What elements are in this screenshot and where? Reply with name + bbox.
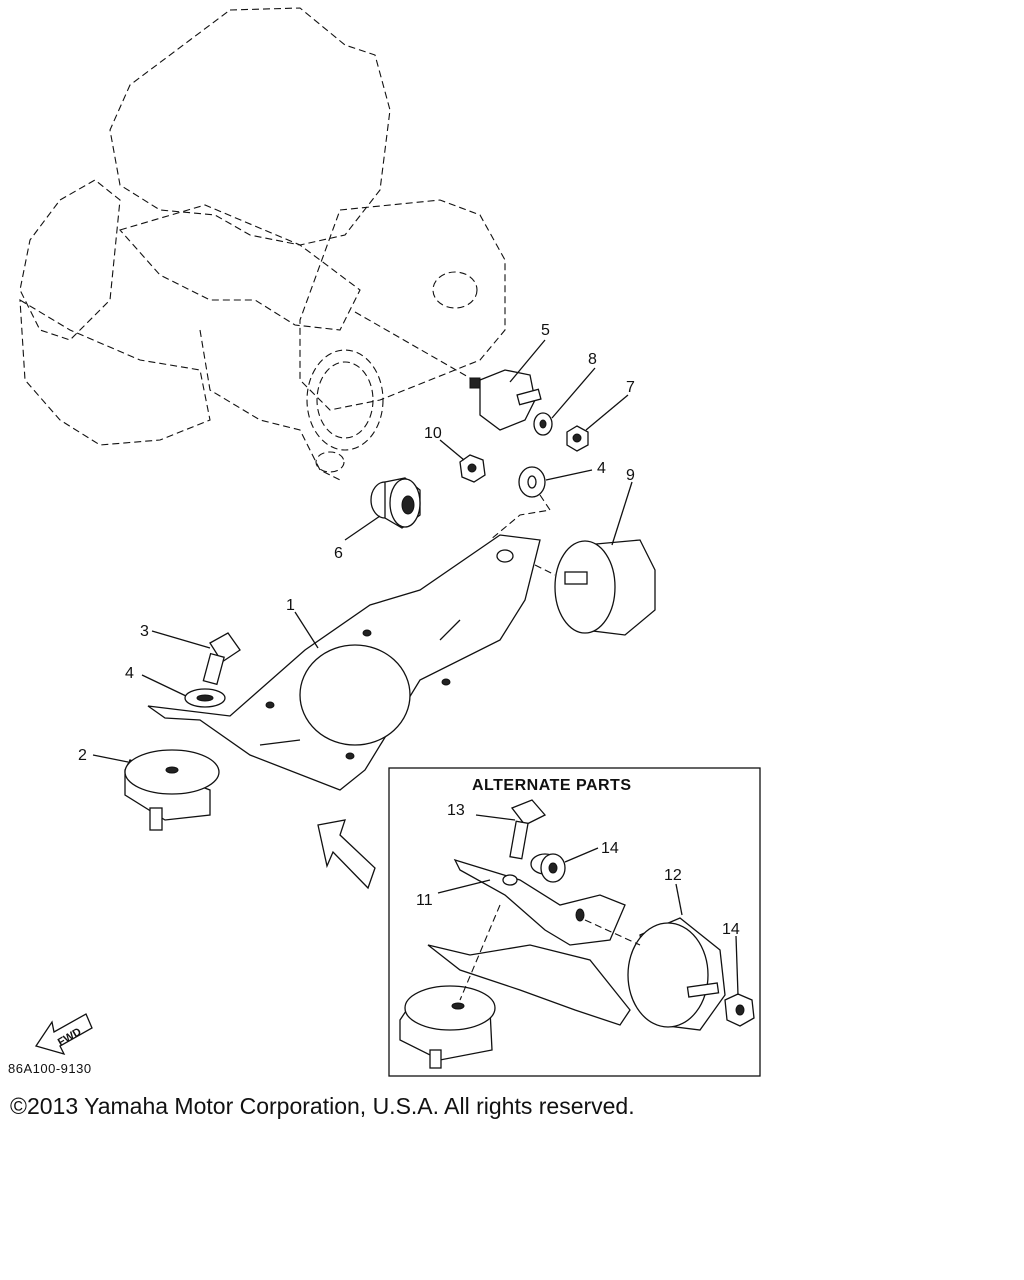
callout-1: 1 — [286, 597, 295, 614]
callout-numbers: 1 2 3 4 4 5 6 7 8 9 10 — [78, 322, 635, 764]
nut-part-7 — [566, 425, 589, 452]
callout-12: 12 — [664, 867, 682, 884]
copyright-notice: ©2013 Yamaha Motor Corporation, U.S.A. A… — [10, 1093, 635, 1119]
callout-11: 11 — [416, 892, 433, 909]
washer-part-4-upper — [518, 466, 546, 498]
damper-part-5 — [469, 369, 542, 431]
drawing-code: 86A100-9130 — [8, 1061, 92, 1076]
fwd-arrow-icon: FWD — [34, 1013, 93, 1056]
callout-10: 10 — [424, 425, 442, 442]
callout-8: 8 — [588, 351, 597, 368]
alternate-parts-box: ALTERNATE PARTS 13 — [388, 767, 761, 1077]
engine-outline — [19, 7, 506, 481]
callout-7: 7 — [626, 379, 635, 396]
callout-13: 13 — [447, 802, 465, 819]
parts-diagram: 1 2 3 4 4 5 6 7 8 9 10 FWD 86A100-9130 A… — [8, 7, 761, 1077]
callout-5: 5 — [541, 322, 550, 339]
collar-part-6 — [370, 477, 421, 529]
damper-part-2 — [124, 749, 220, 831]
callout-14: 14 — [722, 921, 740, 938]
damper-part-9 — [554, 539, 656, 636]
engine-bracket-part-1 — [147, 534, 541, 791]
nut-part-10 — [459, 454, 486, 483]
callout-4: 4 — [125, 665, 134, 682]
callout-2: 2 — [78, 747, 87, 764]
callout-14: 14 — [601, 840, 619, 857]
washer-part-4-lower — [184, 688, 226, 708]
alternate-parts-title: ALTERNATE PARTS — [472, 777, 632, 794]
washer-part-8 — [533, 412, 553, 436]
leader-lines — [92, 339, 633, 763]
callout-9: 9 — [626, 467, 635, 484]
bolt-part-3 — [202, 632, 241, 686]
pointer-arrow-icon — [317, 819, 376, 890]
callout-4: 4 — [597, 460, 606, 477]
callout-3: 3 — [140, 623, 149, 640]
callout-6: 6 — [334, 545, 343, 562]
